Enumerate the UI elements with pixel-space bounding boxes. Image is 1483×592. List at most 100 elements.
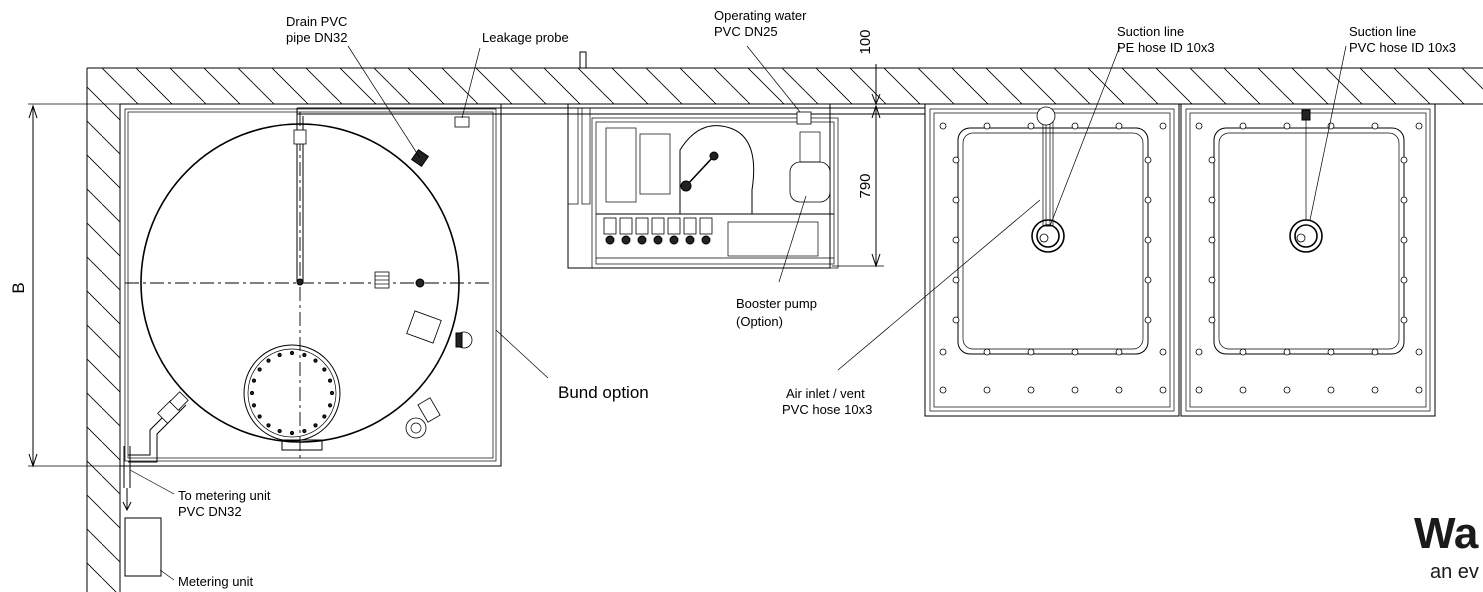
container-bolt	[1327, 386, 1335, 394]
to-metering-unit-label-2: PVC DN32	[178, 504, 242, 519]
container-bolt	[1195, 386, 1203, 394]
container-bolt	[1144, 276, 1152, 284]
manhole-bolt	[266, 358, 271, 363]
container-bolt	[983, 386, 991, 394]
bund-option-label: Bund option	[558, 383, 649, 402]
manhole-bolt	[257, 367, 262, 372]
manhole-bolt	[277, 428, 282, 434]
container-bolt	[1400, 316, 1408, 324]
container-bolt	[1415, 348, 1423, 356]
valve-knob	[605, 235, 615, 245]
container-bolt	[1371, 122, 1379, 130]
bund-outline	[119, 103, 502, 467]
container-bolt	[939, 386, 947, 394]
container-1	[924, 103, 1180, 417]
dimension-b: B	[9, 103, 125, 468]
container-bolt	[1159, 348, 1167, 356]
container-bolt	[939, 348, 947, 356]
valve-block	[683, 217, 697, 235]
dosing-module	[567, 103, 839, 269]
container-bolt	[952, 196, 960, 204]
container-bolt	[1208, 156, 1216, 164]
container-bolt	[1239, 348, 1247, 356]
valve-block	[619, 217, 633, 235]
drain-pipe-label-2: pipe DN32	[286, 30, 347, 45]
operating-water-label-2: PVC DN25	[714, 24, 778, 39]
valve-knob	[637, 235, 647, 245]
metering-unit-label: Metering unit	[178, 574, 254, 589]
suction-line-pe-label-1: Suction line	[1117, 24, 1184, 39]
manhole-bolt	[313, 358, 318, 363]
manhole-bolt	[266, 423, 271, 428]
container-bolt	[1415, 122, 1423, 130]
container-bolt	[1071, 386, 1079, 394]
container-bolt	[1115, 386, 1123, 394]
container-bolt	[1144, 196, 1152, 204]
container-bolt	[1144, 236, 1152, 244]
valve-knob	[621, 235, 631, 245]
dimension-790: 790	[832, 104, 884, 268]
container-bolt	[1283, 122, 1291, 130]
leakage-probe-label: Leakage probe	[482, 30, 569, 45]
valve-block	[667, 217, 681, 235]
container-bolt	[1144, 316, 1152, 324]
container-bolt	[1071, 122, 1079, 130]
manhole-bolt	[302, 428, 307, 434]
to-metering-unit-label-1: To metering unit	[178, 488, 271, 503]
container-bolt	[1115, 122, 1123, 130]
valve-knob	[653, 235, 663, 245]
booster-pump-label-1: Booster pump	[736, 296, 817, 311]
manhole-bolt	[322, 414, 327, 419]
manhole-bolt	[249, 390, 255, 396]
container-bolt	[1208, 236, 1216, 244]
container-2	[1180, 103, 1436, 417]
logo-tagline: an ev	[1430, 561, 1479, 583]
top-wall	[87, 67, 1483, 105]
suction-line-pvc-label-2: PVC hose ID 10x3	[1349, 40, 1456, 55]
valve-knob	[701, 235, 711, 245]
suction-line-pe-label-2: PE hose ID 10x3	[1117, 40, 1215, 55]
valve-block	[635, 217, 649, 235]
manhole-bolt	[302, 352, 307, 358]
manhole-bolt	[289, 350, 295, 356]
container-bolt	[1371, 386, 1379, 394]
container-bolt	[1115, 348, 1123, 356]
container-bolt	[1400, 156, 1408, 164]
container-bolt	[1159, 122, 1167, 130]
container-bolt	[1195, 122, 1203, 130]
dim-b-label: B	[9, 282, 28, 293]
valve-knob	[685, 235, 695, 245]
dim-100-label: 100	[857, 29, 874, 54]
container-bolt	[1208, 276, 1216, 284]
valve-block	[651, 217, 665, 235]
container-bolt	[952, 316, 960, 324]
container-bolt	[983, 122, 991, 130]
manhole-bolt	[329, 390, 335, 396]
manhole-bolt	[327, 378, 333, 383]
container-bolt	[1239, 122, 1247, 130]
container-bolt	[1400, 276, 1408, 284]
booster-pump-label-2: (Option)	[736, 314, 783, 329]
air-inlet-label-2: PVC hose 10x3	[782, 402, 872, 417]
container-bolt	[1071, 348, 1079, 356]
container-bolt	[1415, 386, 1423, 394]
container-bolt	[1283, 348, 1291, 356]
storage-tank	[125, 112, 490, 463]
left-wall	[86, 68, 121, 592]
drain-pipe-label-1: Drain PVC	[286, 14, 347, 29]
logo-wordmark: Wa	[1414, 509, 1479, 558]
dim-790-label: 790	[857, 173, 874, 198]
container-bolt	[1400, 236, 1408, 244]
container-bolt	[952, 236, 960, 244]
container-bolt	[1208, 316, 1216, 324]
air-inlet-label-1: Air inlet / vent	[786, 386, 865, 401]
manhole-bolt	[251, 378, 257, 383]
manhole-bolt	[322, 367, 327, 372]
manhole-bolt	[327, 403, 333, 408]
dimension-100: 100	[857, 29, 881, 106]
container-bolt	[983, 348, 991, 356]
tank-manhole	[243, 344, 341, 451]
valve-block	[603, 217, 617, 235]
brand-logo: Wa an ev	[1414, 509, 1479, 583]
